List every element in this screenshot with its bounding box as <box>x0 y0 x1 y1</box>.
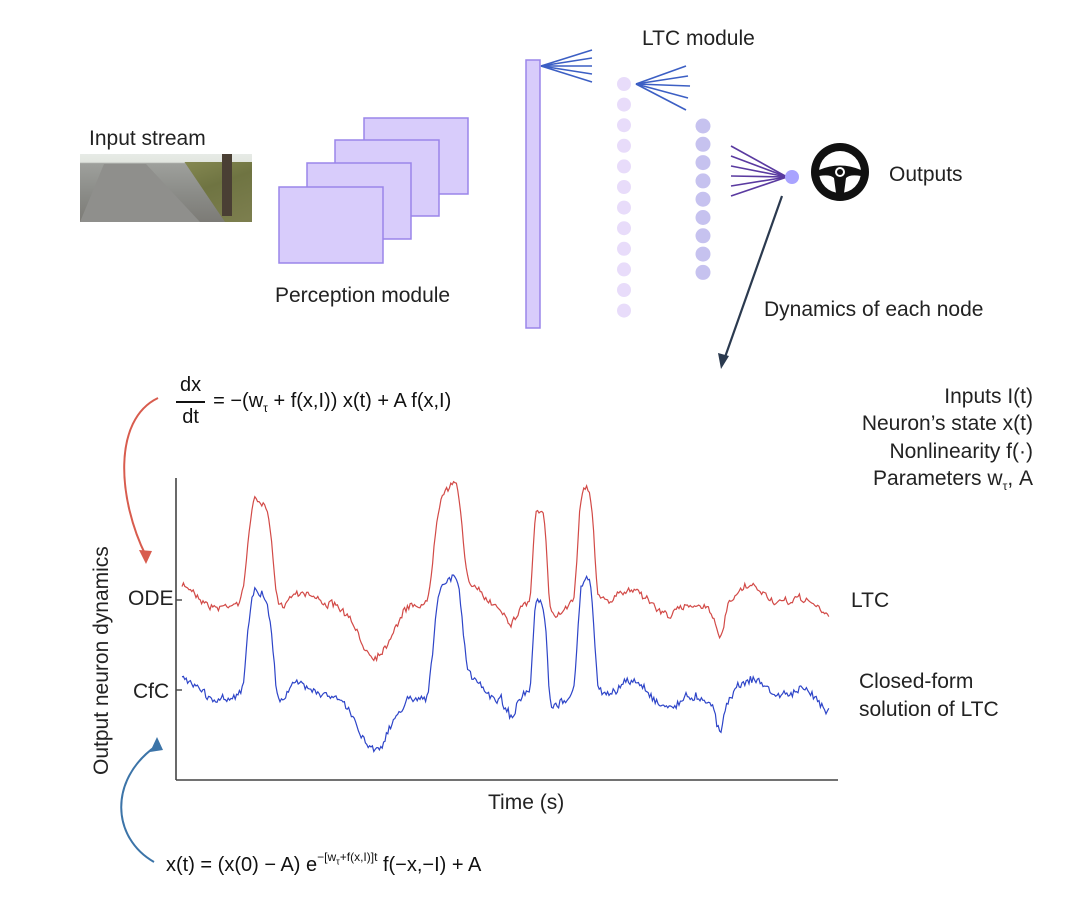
cfc-exponent: −[wτ+f(x,I)]t <box>317 850 378 867</box>
dynamics-arrow-line <box>722 195 784 361</box>
fan-out-line <box>730 176 788 197</box>
ode-denominator: dt <box>182 406 199 428</box>
cfc-trace <box>181 574 830 754</box>
ltc-neuron <box>617 262 631 277</box>
cfc-label: CfC <box>133 680 170 703</box>
ltc-neuron <box>617 241 631 256</box>
ltc-neuron <box>695 246 711 262</box>
ltc-trace <box>181 480 830 663</box>
ltc-neuron <box>617 283 631 297</box>
feature-map-1 <box>278 186 384 264</box>
ltc-module-label: LTC module <box>642 27 755 50</box>
closed-form-label-line1: Closed-form <box>859 670 974 693</box>
fan-bar-line <box>540 57 593 67</box>
tree-trunk <box>222 154 232 216</box>
ode-curved-arrow <box>123 397 159 557</box>
fan-layer-line <box>635 83 689 99</box>
ltc-neuron-column-2 <box>695 118 711 280</box>
cfc-rest: f(−x,−I) + A <box>377 854 482 876</box>
ltc-trace-label: LTC <box>851 589 890 612</box>
output-neuron <box>785 170 799 184</box>
legend-inputs: Inputs I(t) <box>944 385 1033 408</box>
ode-rhs-sub: τ <box>263 400 268 415</box>
dynamics-each-node-label: Dynamics of each node <box>764 298 984 321</box>
fan-bar-line <box>540 49 593 67</box>
ltc-neuron <box>617 138 631 153</box>
ode-equation: dx dt = −(wτ + f(x,I)) x(t) + A f(x,I) <box>176 374 451 429</box>
fan-out-line <box>730 155 788 178</box>
perception-module-stack <box>278 117 469 264</box>
legend-parameters: Parameters wτ, A <box>873 467 1033 494</box>
legend-state: Neuron’s state x(t) <box>861 412 1033 435</box>
ltc-neuron <box>695 118 711 134</box>
fan-to-output <box>730 145 788 197</box>
fan-out-line <box>730 175 788 178</box>
fan-out-line <box>730 145 788 178</box>
cfc-lhs: x(t) = (x(0) − A) e <box>166 854 318 876</box>
ltc-neuron <box>695 264 711 280</box>
ode-fraction: dx dt <box>176 374 206 429</box>
ltc-neuron <box>695 191 711 207</box>
ltc-neuron <box>695 210 711 225</box>
ltc-neuron <box>695 228 711 244</box>
dynamics-arrow-head <box>718 353 729 369</box>
cfc-curved-arrow <box>120 745 157 863</box>
fan-bar-to-layer <box>540 49 593 83</box>
ltc-neuron <box>617 77 631 91</box>
fan-layer-line <box>635 65 687 85</box>
fan-layer-line <box>635 83 691 87</box>
ltc-neuron <box>617 180 631 194</box>
closed-form-label-line2: solution of LTC <box>859 698 999 721</box>
fan-bar-line <box>540 65 593 75</box>
ode-numerator: dx <box>176 374 206 403</box>
ltc-neuron <box>617 221 631 236</box>
ode-rhs: = −(w <box>213 389 264 412</box>
ltc-neuron <box>695 155 711 171</box>
perception-module-label: Perception module <box>275 284 451 307</box>
ltc-neuron <box>617 303 631 318</box>
perception-output-bar <box>525 59 541 329</box>
fan-layer-line <box>635 83 687 111</box>
ltc-neuron-column-1 <box>617 77 631 318</box>
fan-into-layer1 <box>635 65 691 111</box>
ltc-neuron <box>617 200 631 215</box>
x-axis-label: Time (s) <box>488 791 565 814</box>
ltc-neuron <box>695 136 711 152</box>
legend-nonlinearity: Nonlinearity f(·) <box>889 440 1033 463</box>
fan-out-line <box>730 165 788 178</box>
ode-label: ODE <box>128 587 174 610</box>
ltc-neuron <box>695 173 711 189</box>
outputs-label: Outputs <box>889 163 963 186</box>
input-stream-label: Input stream <box>89 127 206 150</box>
ode-arrow-head <box>139 550 152 564</box>
ltc-neuron <box>617 97 631 112</box>
fan-layer-line <box>635 75 689 85</box>
fan-out-line <box>730 176 788 187</box>
cfc-equation: x(t) = (x(0) − A) e−[wτ+f(x,I)]t f(−x,−I… <box>166 850 481 877</box>
steering-wheel-icon <box>811 143 869 201</box>
input-stream-image <box>80 154 252 222</box>
ltc-neuron <box>617 118 631 133</box>
ltc-neuron <box>617 159 631 174</box>
ode-rhs-rest: + f(x,I)) x(t) + A f(x,I) <box>267 389 452 412</box>
fan-bar-line <box>540 65 593 83</box>
cfc-arrow-head <box>150 737 163 752</box>
